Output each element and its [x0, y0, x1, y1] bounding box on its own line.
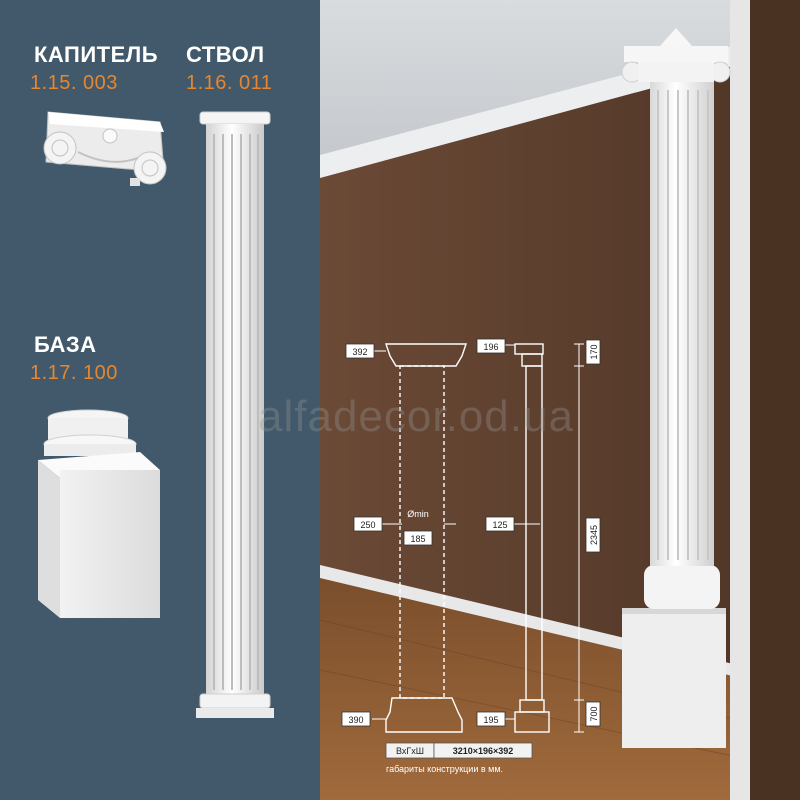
dim-392: 392	[352, 347, 367, 357]
room-column-pedestal	[622, 608, 726, 748]
room-column-flutes	[657, 90, 709, 560]
room-column-base	[644, 565, 720, 609]
product-illustrations	[38, 111, 274, 718]
dim-390-box: 390	[341, 711, 371, 727]
dims-value: 3210×196×392	[453, 746, 514, 756]
dim-700-box: 700	[585, 701, 601, 727]
shaft-product	[196, 111, 274, 718]
dim-390: 390	[348, 715, 363, 725]
capital-code: 1.15. 003	[30, 72, 118, 94]
dim-185: 185	[410, 534, 425, 544]
dim-195-box: 195	[476, 711, 506, 727]
dim-196-box: 196	[476, 338, 506, 354]
dim-125: 125	[492, 520, 507, 530]
dimensions-table: ВхГхШ 3210×196×392 габариты конструкции …	[385, 742, 533, 774]
product-panel: КАПИТЕЛЬ 1.15. 003 СТВОЛ 1.16. 011 БАЗА …	[0, 0, 320, 800]
room-illustration	[320, 0, 800, 800]
dim-700: 700	[589, 706, 599, 721]
capital-title: КАПИТЕЛЬ	[34, 42, 159, 67]
dim-170-box: 170	[585, 339, 601, 365]
dims-caption: габариты конструкции в мм.	[386, 764, 503, 774]
room-column-capital	[624, 46, 728, 62]
base-title: БАЗА	[34, 332, 97, 357]
dim-195: 195	[483, 715, 498, 725]
dim-196: 196	[483, 342, 498, 352]
dim-185-box: 185	[403, 530, 433, 546]
capital-product	[43, 111, 167, 186]
base-product	[38, 409, 160, 618]
room-column-shaft	[650, 80, 714, 566]
shaft-code: 1.16. 011	[186, 72, 273, 94]
dim-2345-box: 2345	[585, 517, 601, 553]
dims-key: ВхГхШ	[396, 746, 424, 756]
dim-2345: 2345	[589, 525, 599, 545]
shaft-title: СТВОЛ	[186, 42, 265, 67]
side-wall	[750, 0, 800, 800]
dim-250: 250	[360, 520, 375, 530]
dim-392-box: 392	[345, 343, 375, 359]
dim-250-box: 250	[353, 516, 383, 532]
base-code: 1.17. 100	[30, 362, 118, 384]
dim-diameter-label: Ømin	[407, 509, 429, 519]
dim-170: 170	[589, 344, 599, 359]
dim-125-box: 125	[485, 516, 515, 532]
room-scene	[320, 0, 800, 800]
